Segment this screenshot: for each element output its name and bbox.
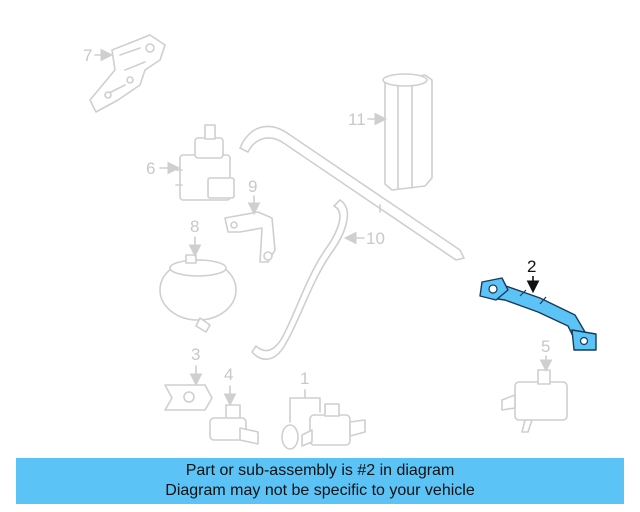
part-10-hose — [239, 125, 465, 360]
callout-5: 5 — [541, 337, 550, 356]
callout-6: 6 — [146, 159, 155, 178]
banner-line-2: Diagram may not be specific to your vehi… — [165, 482, 475, 499]
info-banner: Part or sub-assembly is #2 in diagram Di… — [16, 458, 624, 504]
callout-3: 3 — [191, 345, 200, 364]
callout-4: 4 — [224, 365, 233, 384]
part-1-valve — [281, 403, 366, 450]
callout-9: 9 — [248, 177, 257, 196]
callout-11: 11 — [348, 110, 366, 129]
callout-8: 8 — [190, 217, 199, 236]
part-6-valve — [175, 124, 235, 201]
part-7-bracket — [89, 34, 166, 113]
callout-1-leader — [289, 389, 321, 423]
callout-10: 10 — [366, 229, 385, 248]
part-11-canister — [382, 73, 433, 191]
banner-line-1: Part or sub-assembly is #2 in diagram — [185, 462, 455, 479]
part-9-bracket — [224, 211, 276, 263]
part-8-reservoir — [159, 254, 237, 333]
part-3-gasket — [164, 384, 213, 411]
callout-1: 1 — [300, 369, 309, 388]
part-5-actuator — [501, 369, 568, 433]
part-4-sensor — [209, 404, 259, 445]
part-2-pipe — [479, 277, 597, 351]
callout-7: 7 — [83, 46, 92, 65]
callout-2: 2 — [527, 257, 536, 276]
